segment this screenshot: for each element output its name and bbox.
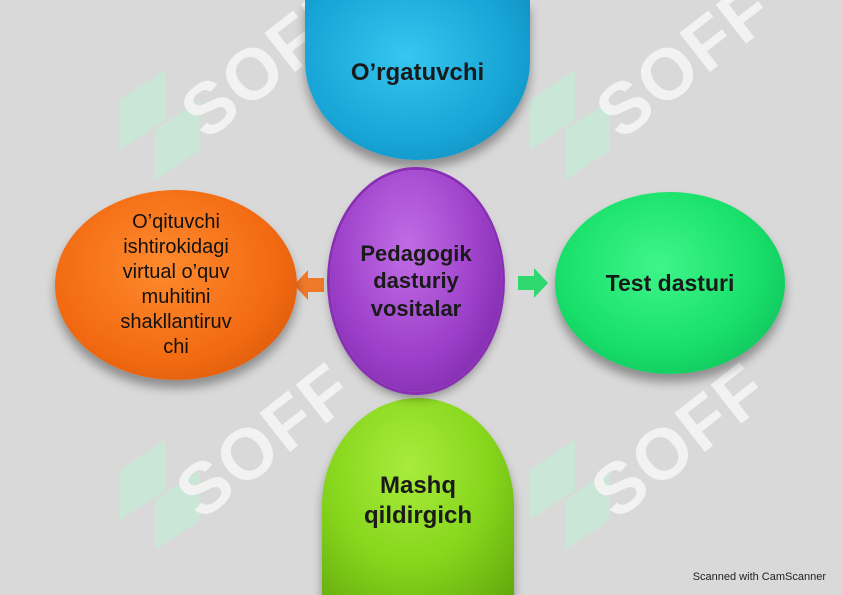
node-test-dasturi: Test dasturi [555,192,785,374]
node-label: Pedagogik dasturiy vositalar [360,240,472,321]
scanner-watermark: Scanned with CamScanner [692,571,826,583]
arrow-left-icon [294,270,324,300]
node-mashq-qildirgich: Mashq qildirgich [322,398,514,595]
watermark-text: SOFF [581,0,789,155]
node-pedagogik-vositalar: Pedagogik dasturiy vositalar [330,170,502,392]
node-virtual-muhit: O’qituvchi ishtirokidagi virtual o’quv m… [55,190,297,380]
watermark-text: SOFF [576,347,784,535]
node-orgatuvchi: O’rgatuvchi [305,0,530,160]
node-label: O’qituvchi ishtirokidagi virtual o’quv m… [120,211,232,358]
node-label: Test dasturi [605,269,735,296]
node-label: O’rgatuvchi [350,59,485,86]
node-label: Mashq qildirgich [364,471,472,529]
arrow-right-icon [518,268,548,298]
